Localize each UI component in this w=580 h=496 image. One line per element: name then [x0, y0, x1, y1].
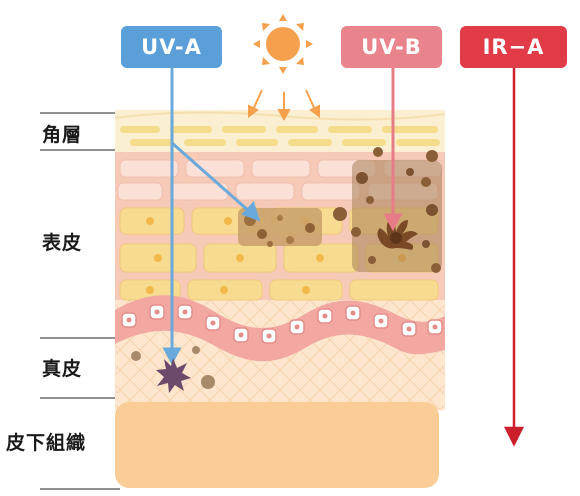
ira-badge: IR−A	[460, 26, 567, 68]
skin-cross-section	[115, 110, 445, 410]
uva-badge: UV-A	[121, 26, 222, 68]
ira-arrow	[503, 68, 525, 447]
epidermis-label: 表皮	[42, 232, 83, 254]
basal-layer	[115, 295, 445, 362]
uvb-arrow	[383, 68, 403, 232]
sunlight-arrows	[248, 89, 320, 122]
stratum-corneum-layer	[115, 110, 445, 152]
uva-arrow	[162, 68, 261, 366]
sun-icon	[253, 14, 313, 74]
melanocyte-icon	[377, 218, 418, 250]
damaged-cell-icon	[156, 358, 191, 393]
subcutaneous-label: 皮下組織	[6, 432, 87, 454]
uvb-badge: UV-B	[341, 26, 442, 68]
layer-guide-lines	[40, 112, 120, 490]
subcutaneous-layer	[115, 402, 439, 488]
dermis-label: 真皮	[42, 358, 83, 380]
stratum-corneum-label: 角層	[42, 124, 83, 146]
